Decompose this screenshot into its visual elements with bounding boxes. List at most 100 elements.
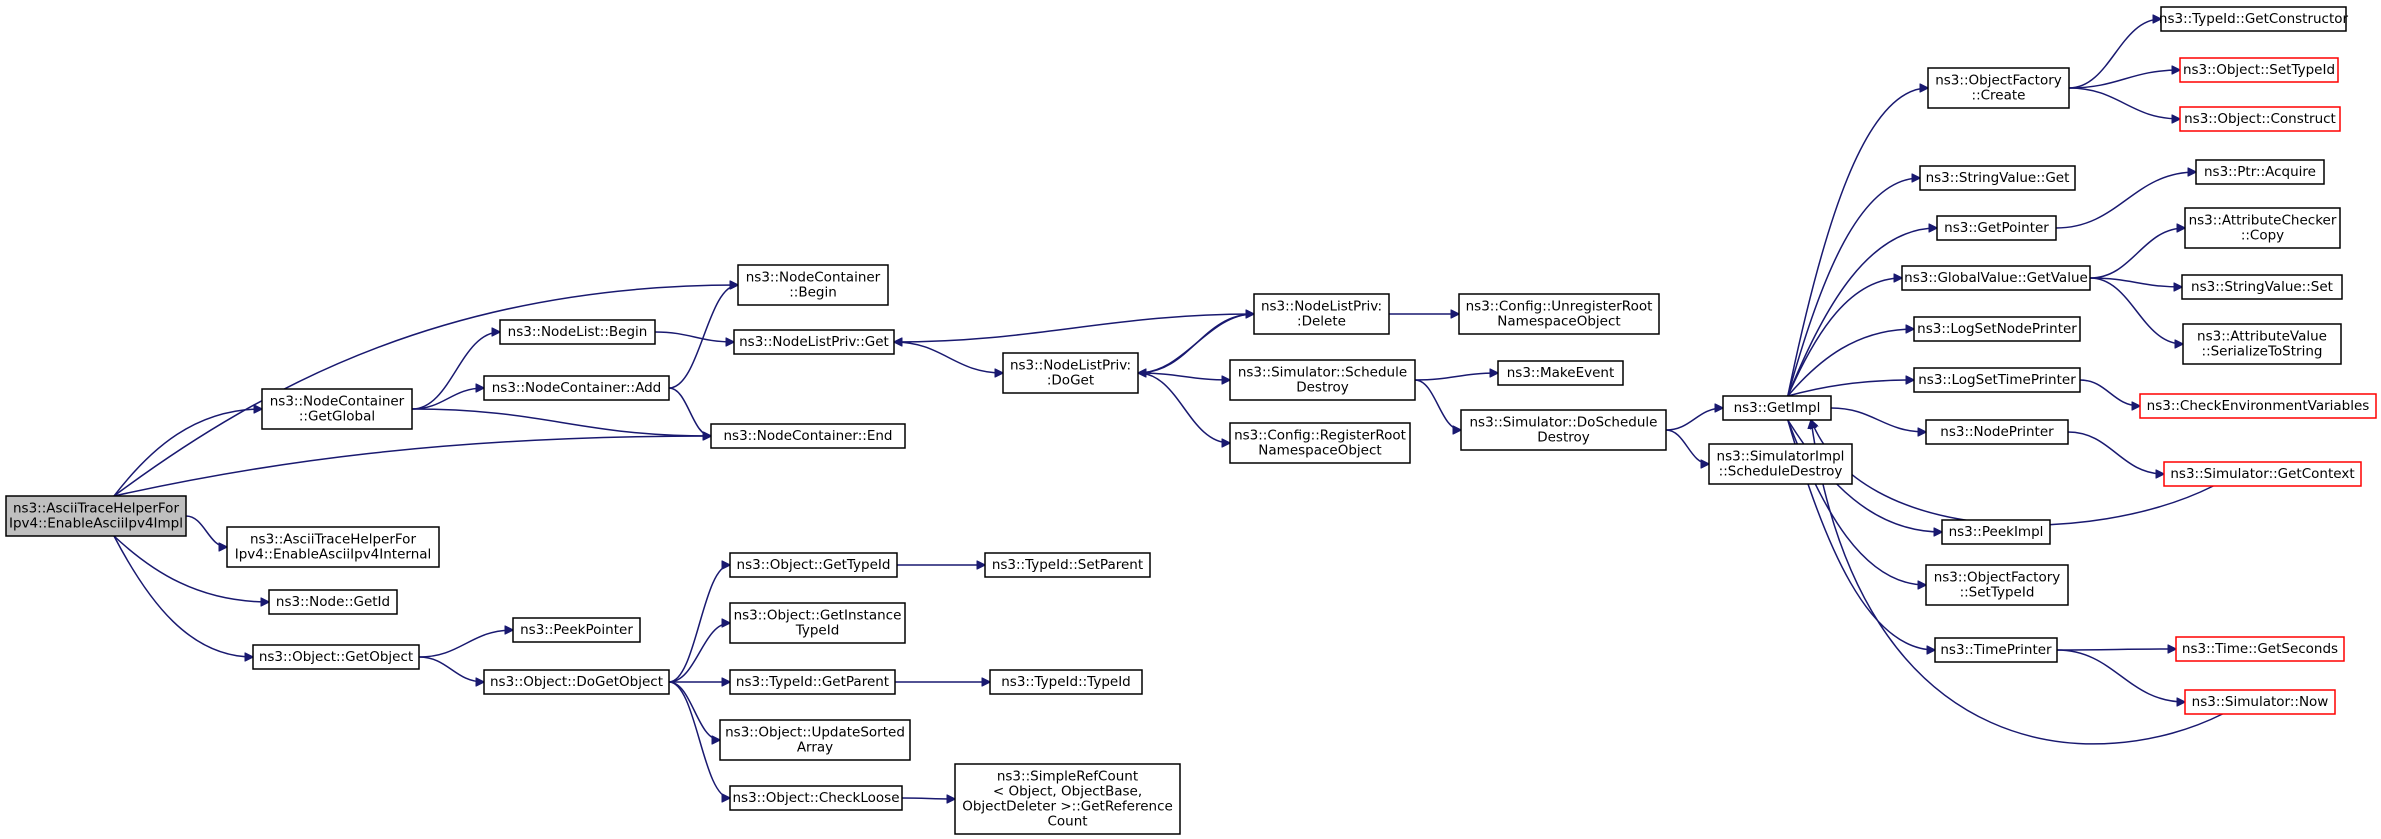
node-typeid-getconstructor[interactable]: ns3::TypeId::GetConstructor	[2159, 6, 2349, 32]
node-nc-getglobal[interactable]: ns3::NodeContainer::GetGlobal	[261, 388, 413, 430]
edge-root-to-node-getid	[113, 535, 269, 602]
node-label: ns3::TypeId::SetParent	[992, 557, 1143, 573]
node-label: ns3::AsciiTraceHelperFor	[250, 532, 416, 548]
node-box	[2160, 6, 2347, 32]
node-attrvalue-serialize[interactable]: ns3::AttributeValue::SerializeToString	[2182, 323, 2342, 365]
edge-nlp-get-to-nlp-doget	[893, 341, 1003, 373]
node-label: ns3::Simulator::GetContext	[2170, 466, 2354, 482]
node-label: ns3::NodeList::Begin	[508, 324, 648, 340]
node-getpointer[interactable]: ns3::GetPointer	[1936, 215, 2057, 241]
node-box	[1253, 293, 1390, 335]
node-label: ns3::NodePrinter	[1940, 424, 2054, 440]
node-label: ns3::Object::SetTypeId	[2183, 62, 2335, 78]
node-box	[512, 617, 641, 643]
node-typeid-setparent[interactable]: ns3::TypeId::SetParent	[984, 552, 1151, 578]
node-sim-getcontext[interactable]: ns3::Simulator::GetContext	[2163, 461, 2362, 487]
node-peekimpl[interactable]: ns3::PeekImpl	[1941, 519, 2051, 545]
node-root[interactable]: ns3::AsciiTraceHelperForIpv4::EnableAsci…	[5, 495, 187, 537]
node-logsetnodeprinter[interactable]: ns3::LogSetNodePrinter	[1913, 316, 2081, 342]
node-nc-end[interactable]: ns3::NodeContainer::End	[710, 423, 906, 449]
edge-nlp-delete-to-nlp-get	[894, 313, 1255, 342]
node-typeid-typeid[interactable]: ns3::TypeId::TypeId	[989, 669, 1143, 695]
node-simimpl-sched-destroy[interactable]: ns3::SimulatorImpl::ScheduleDestroy	[1708, 443, 1853, 485]
node-label: ns3::Object::UpdateSorted	[725, 725, 905, 741]
node-label: ns3::GetImpl	[1734, 400, 1821, 416]
node-nlp-delete[interactable]: ns3::NodeListPriv::Delete	[1253, 293, 1390, 335]
node-getimpl[interactable]: ns3::GetImpl	[1722, 395, 1832, 421]
edge-root-to-nc-getglobal	[113, 409, 262, 497]
node-nlp-doget[interactable]: ns3::NodeListPriv::DoGet	[1002, 352, 1139, 394]
node-label: ::Create	[1972, 88, 2026, 104]
node-typeid-getparent[interactable]: ns3::TypeId::GetParent	[729, 669, 896, 695]
node-node-getid[interactable]: ns3::Node::GetId	[268, 589, 398, 615]
node-sim-now[interactable]: ns3::Simulator::Now	[2184, 689, 2336, 715]
node-logsettimeprinter[interactable]: ns3::LogSetTimePrinter	[1913, 367, 2081, 393]
node-makeevent[interactable]: ns3::MakeEvent	[1497, 360, 1624, 386]
node-stringvalue-get[interactable]: ns3::StringValue::Get	[1919, 165, 2076, 191]
node-box	[719, 719, 911, 761]
node-objfactory-create[interactable]: ns3::ObjectFactory::Create	[1927, 67, 2070, 109]
node-label: ns3::ObjectFactory	[1934, 570, 2061, 586]
node-label: ::GetGlobal	[299, 409, 375, 425]
node-label: ns3::Object::GetObject	[259, 649, 413, 665]
node-label: ns3::NodeContainer::End	[724, 428, 893, 444]
node-obj-getobject[interactable]: ns3::Object::GetObject	[252, 644, 420, 670]
node-attrchecker-copy[interactable]: ns3::AttributeChecker::Copy	[2184, 207, 2341, 249]
node-obj-dogetobject[interactable]: ns3::Object::DoGetObject	[483, 669, 670, 695]
node-label: ns3::LogSetNodePrinter	[1917, 321, 2077, 337]
node-objfactory-settypeid[interactable]: ns3::ObjectFactory::SetTypeId	[1925, 564, 2069, 606]
node-label: TypeId	[795, 623, 840, 639]
node-timeprinter[interactable]: ns3::TimePrinter	[1934, 637, 2058, 663]
node-box	[1722, 395, 1832, 421]
node-obj-checkloose[interactable]: ns3::Object::CheckLoose	[729, 785, 903, 811]
node-box	[989, 669, 1143, 695]
node-box	[737, 264, 889, 306]
edge-obj-dogetobject-to-obj-updatesorted	[668, 681, 720, 740]
node-label: ns3::TypeId::GetParent	[736, 674, 889, 690]
node-box	[1708, 443, 1853, 485]
node-label: ::ScheduleDestroy	[1719, 464, 1843, 480]
node-ptr-acquire[interactable]: ns3::Ptr::Acquire	[2195, 159, 2325, 185]
node-checkenv[interactable]: ns3::CheckEnvironmentVariables	[2139, 393, 2377, 419]
node-box	[2163, 461, 2362, 487]
node-box	[2179, 57, 2339, 83]
edge-obj-getobject-to-peekpointer	[418, 630, 513, 658]
node-nodeprinter[interactable]: ns3::NodePrinter	[1925, 419, 2069, 445]
node-nc-begin[interactable]: ns3::NodeContainer::Begin	[737, 264, 889, 306]
node-obj-construct[interactable]: ns3::Object::Construct	[2179, 106, 2341, 132]
node-globalvalue-getvalue[interactable]: ns3::GlobalValue::GetValue	[1901, 265, 2091, 291]
edge-getpointer-to-ptr-acquire	[2055, 172, 2196, 229]
node-box	[1497, 360, 1624, 386]
node-obj-gettypeid[interactable]: ns3::Object::GetTypeId	[729, 552, 898, 578]
node-label: ns3::SimpleRefCount	[997, 769, 1138, 785]
node-nc-add[interactable]: ns3::NodeContainer::Add	[483, 375, 670, 401]
edge-obj-dogetobject-to-obj-gettypeid	[668, 565, 730, 683]
node-peekpointer[interactable]: ns3::PeekPointer	[512, 617, 641, 643]
node-box	[2139, 393, 2377, 419]
node-label: ns3::PeekImpl	[1949, 524, 2044, 540]
node-obj-settypeid[interactable]: ns3::Object::SetTypeId	[2179, 57, 2339, 83]
node-sim-sched-destroy[interactable]: ns3::Simulator::ScheduleDestroy	[1229, 359, 1416, 401]
node-label: ns3::NodeListPriv::Get	[739, 334, 889, 350]
node-box	[1925, 564, 2069, 606]
node-label: NamespaceObject	[1258, 443, 1381, 459]
node-ascii-internal[interactable]: ns3::AsciiTraceHelperForIpv4::EnableAsci…	[226, 526, 440, 568]
node-label: ns3::TypeId::GetConstructor	[2159, 11, 2349, 27]
node-label: ObjectDeleter >::GetReference	[962, 799, 1173, 815]
node-label: ns3::StringValue::Get	[1926, 170, 2070, 186]
edge-getimpl-to-logsettimeprinter	[1787, 380, 1914, 397]
node-nl-begin[interactable]: ns3::NodeList::Begin	[499, 319, 656, 345]
node-stringvalue-set[interactable]: ns3::StringValue::Set	[2181, 274, 2343, 300]
edge-nc-add-to-nc-begin	[668, 285, 738, 389]
edge-root-to-nc-begin	[113, 285, 738, 497]
node-nlp-get[interactable]: ns3::NodeListPriv::Get	[733, 329, 895, 355]
node-label: ns3::Object::GetTypeId	[737, 557, 891, 573]
node-simplerefcount[interactable]: ns3::SimpleRefCount< Object, ObjectBase,…	[954, 763, 1181, 835]
node-time-getseconds[interactable]: ns3::Time::GetSeconds	[2175, 636, 2345, 662]
node-label: ns3::NodeContainer::Add	[492, 380, 661, 396]
node-cfg-unreg[interactable]: ns3::Config::UnregisterRootNamespaceObje…	[1458, 293, 1660, 335]
